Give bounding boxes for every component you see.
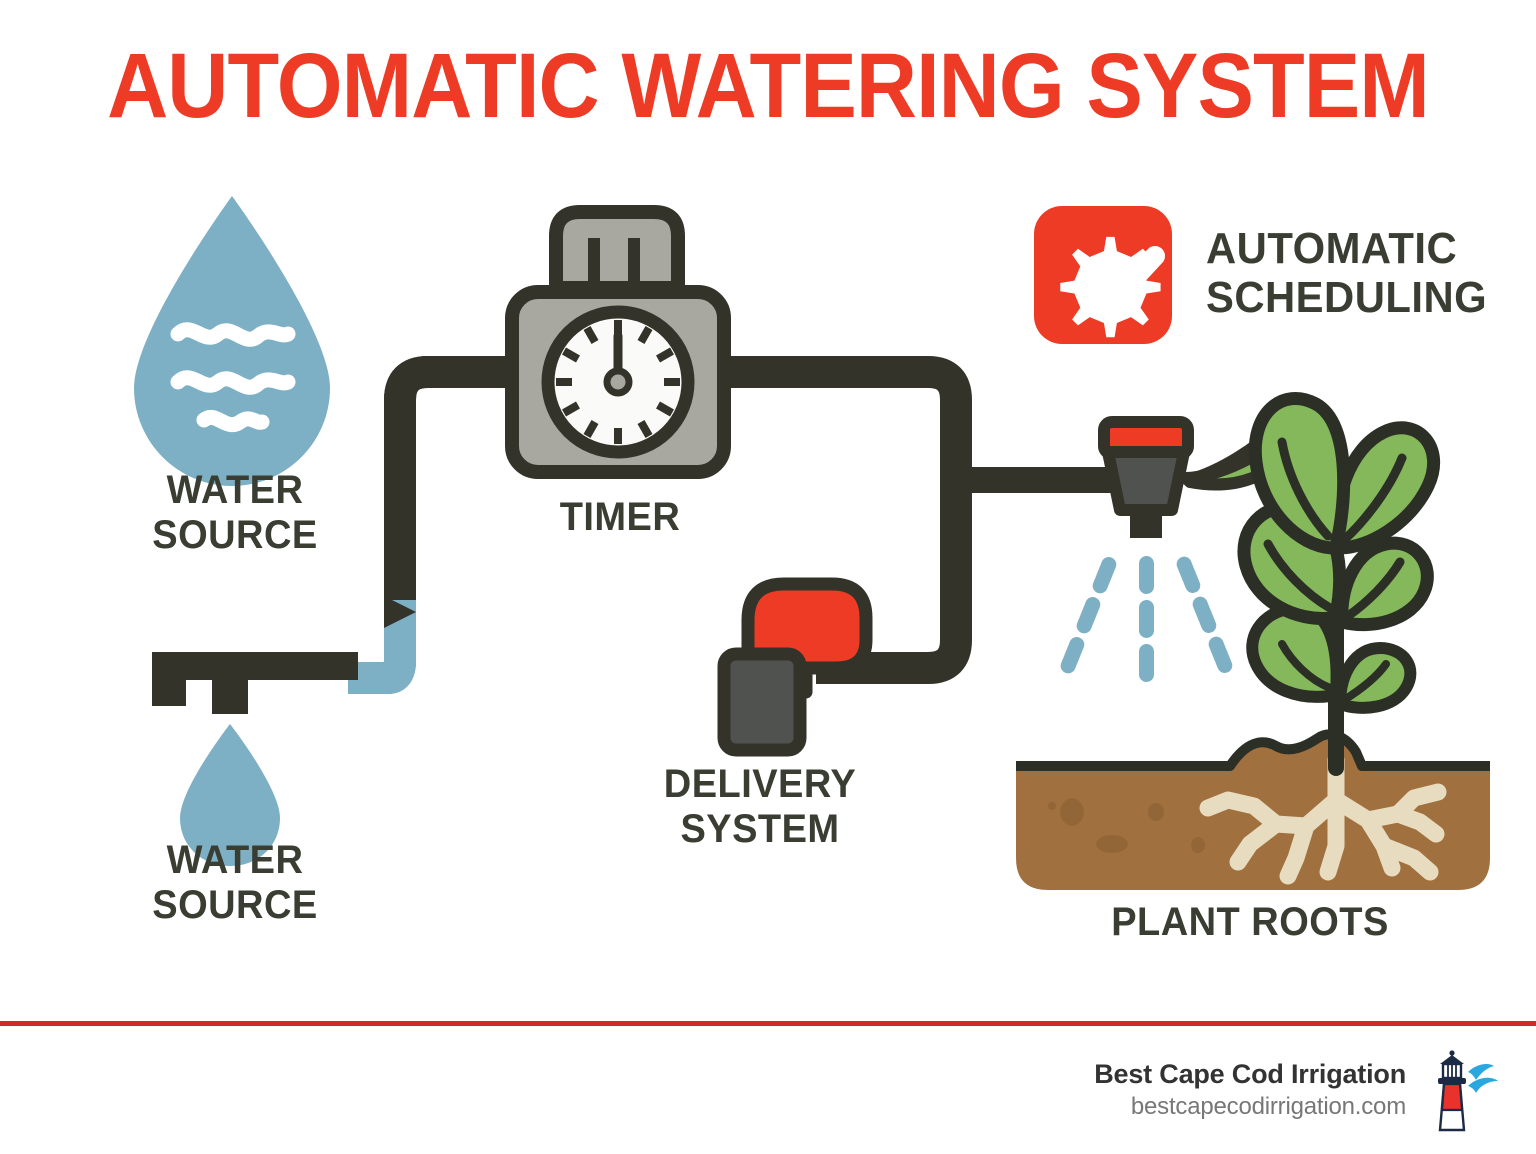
footer-divider [0, 1021, 1536, 1026]
watering-system-diagram [134, 196, 1490, 890]
brand-name: Best Cape Cod Irrigation [1094, 1058, 1406, 1089]
timer-clock-icon [505, 205, 731, 479]
pipe-network [348, 356, 1120, 694]
faucet-icon [152, 652, 358, 866]
page-title: AUTOMATIC WATERING SYSTEM [107, 35, 1430, 137]
lighthouse-icon [1438, 1050, 1498, 1132]
label-plant-roots: PLANT ROOTS [1111, 900, 1389, 944]
brand-url: bestcapecodirrigation.com [1130, 1093, 1406, 1121]
badge-label: AUTOMATIC SCHEDULING [1206, 224, 1488, 323]
water-drop-icon [134, 196, 330, 486]
footer: Best Cape Cod Irrigation bestcapecodirri… [1094, 1048, 1500, 1132]
label-water-source-faucet: WATER SOURCE [152, 838, 318, 927]
automatic-scheduling-badge[interactable] [1034, 206, 1172, 344]
label-timer: TIMER [559, 495, 681, 539]
plant-roots-soil-icon [1016, 392, 1490, 890]
sprinkler-emitter-icon [1060, 395, 1316, 682]
label-delivery-system: DELIVERY SYSTEM [663, 762, 857, 851]
label-water-source-drop: WATER SOURCE [152, 468, 318, 557]
gear-check-icon [1060, 236, 1165, 338]
valve-elbow-icon [717, 577, 873, 757]
